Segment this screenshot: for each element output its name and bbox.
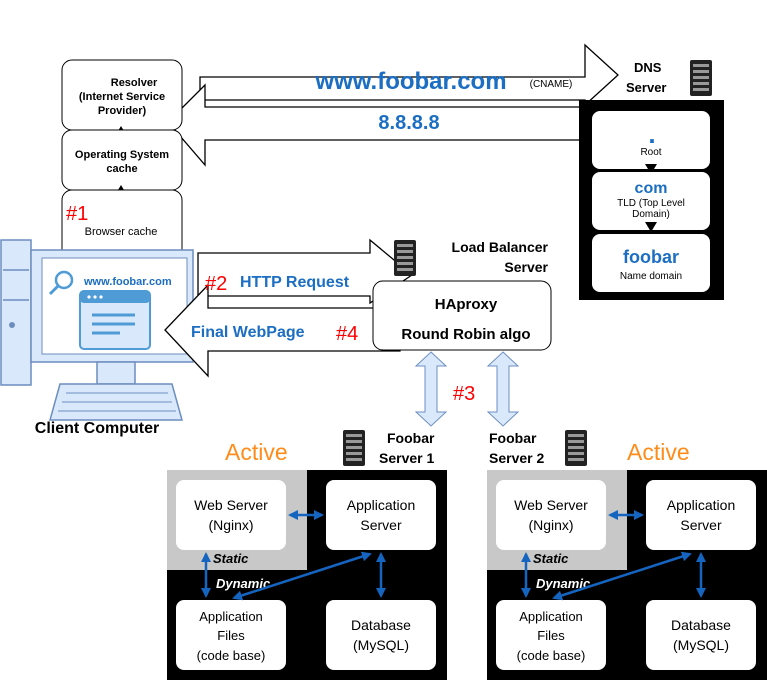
- os-cache-label-2: cache: [106, 163, 137, 175]
- dns-name-sub: Name domain: [620, 271, 682, 282]
- browser-cache-label: Browser cache: [85, 226, 158, 238]
- server-rack-icon: [565, 430, 587, 466]
- server1-files-box: [176, 600, 286, 670]
- server1-title-1: Foobar: [387, 430, 435, 446]
- dns-tld-sub-2: Domain): [632, 209, 670, 220]
- server2-files-box: [496, 600, 606, 670]
- server1-status: Active: [225, 439, 288, 465]
- server2-web-2: (Nginx): [528, 517, 573, 533]
- server-rack-icon: [394, 240, 416, 276]
- server1-static-label: Static: [213, 551, 249, 566]
- dns-root-box: [592, 111, 710, 169]
- server2-app-1: Application: [667, 497, 736, 513]
- dns-root-label: Root: [640, 147, 661, 158]
- dns-tld-label: com: [635, 180, 668, 197]
- http-request-label: HTTP Request: [240, 274, 350, 291]
- dns-tld-sub-1: TLD (Top Level: [617, 198, 685, 209]
- final-webpage-label: Final WebPage: [191, 324, 305, 341]
- dns-query-domain: www.foobar.com: [314, 68, 506, 95]
- browser-window-icon: [79, 290, 151, 350]
- step-3-label: #3: [453, 383, 475, 405]
- desktop-computer-icon: [0, 239, 194, 421]
- resolver-label-2: (Internet Service: [79, 91, 165, 103]
- foobar-server-1: Active Foobar Server 1 Web Server (Nginx…: [167, 430, 447, 680]
- dns-root-dot: .: [648, 119, 655, 149]
- server2-app-box: [646, 480, 756, 550]
- server2-files-3: (code base): [517, 648, 586, 663]
- server2-app-files-arrow: [552, 551, 692, 601]
- dns-query-arrow: [199, 43, 619, 107]
- resolver-label-3: Provider): [98, 105, 147, 117]
- lb-server2-link-arrow: [486, 351, 520, 427]
- server-rack-icon: [690, 60, 712, 96]
- server2-files-2: Files: [537, 628, 565, 643]
- server1-web-box: [176, 480, 286, 550]
- foobar-server-2: Active Foobar Server 2 Web Server (Nginx…: [487, 430, 767, 680]
- server2-title-2: Server 2: [489, 450, 544, 466]
- dns-tld-box: [592, 172, 710, 230]
- server1-app-box: [326, 480, 436, 550]
- dns-answer-ip: 8.8.8.8: [378, 112, 439, 134]
- server2-title-1: Foobar: [489, 430, 537, 446]
- server1-app-files-arrow: [232, 551, 372, 601]
- server1-files-2: Files: [217, 628, 245, 643]
- lb-server1-link-arrow: [414, 351, 448, 427]
- lb-software: HAproxy: [435, 296, 498, 313]
- server1-web-2: (Nginx): [208, 517, 253, 533]
- server2-db-box: [646, 600, 756, 670]
- dns-title-1: DNS: [634, 60, 662, 75]
- os-cache-label-1: Operating System: [75, 149, 169, 161]
- client-computer-label: Client Computer: [35, 420, 159, 437]
- dns-name-label: foobar: [623, 247, 679, 267]
- magnifier-icon: [48, 270, 74, 296]
- server2-web-1: Web Server: [514, 497, 588, 513]
- dns-title-2: Server: [626, 80, 666, 95]
- server1-db-2: (MySQL): [353, 637, 409, 653]
- lb-title-1: Load Balancer: [452, 239, 549, 255]
- server2-db-1: Database: [671, 617, 731, 633]
- step-1-label: #1: [66, 203, 88, 225]
- server2-files-1: Application: [519, 609, 583, 624]
- server-rack-icon: [343, 430, 365, 466]
- http-response-arrow: [164, 283, 401, 378]
- dns-name-box: [592, 234, 710, 292]
- server1-title-2: Server 1: [379, 450, 434, 466]
- step-4-label: #4: [336, 323, 358, 345]
- server1-db-box: [326, 600, 436, 670]
- server1-web-1: Web Server: [194, 497, 268, 513]
- server2-web-box: [496, 480, 606, 550]
- server1-files-3: (code base): [197, 648, 266, 663]
- step-2-label: #2: [205, 273, 227, 295]
- down-arrow-icon: [645, 222, 657, 232]
- dns-query-type: (CNAME): [530, 79, 573, 90]
- browser-url: www.foobar.com: [83, 276, 172, 288]
- server2-status: Active: [627, 439, 690, 465]
- down-arrow-icon: [645, 164, 657, 174]
- load-balancer-box: [372, 280, 552, 351]
- server2-static-label: Static: [533, 551, 569, 566]
- server1-db-1: Database: [351, 617, 411, 633]
- dns-response-arrow: [167, 83, 581, 167]
- lb-title-2: Server: [504, 259, 548, 275]
- server1-app-1: Application: [347, 497, 416, 513]
- lb-algorithm: Round Robin algo: [401, 326, 530, 343]
- resolver-label-1: Resolver: [111, 77, 158, 89]
- server1-files-1: Application: [199, 609, 263, 624]
- server1-app-2: Server: [360, 517, 402, 533]
- server2-app-2: Server: [680, 517, 722, 533]
- server2-db-2: (MySQL): [673, 637, 729, 653]
